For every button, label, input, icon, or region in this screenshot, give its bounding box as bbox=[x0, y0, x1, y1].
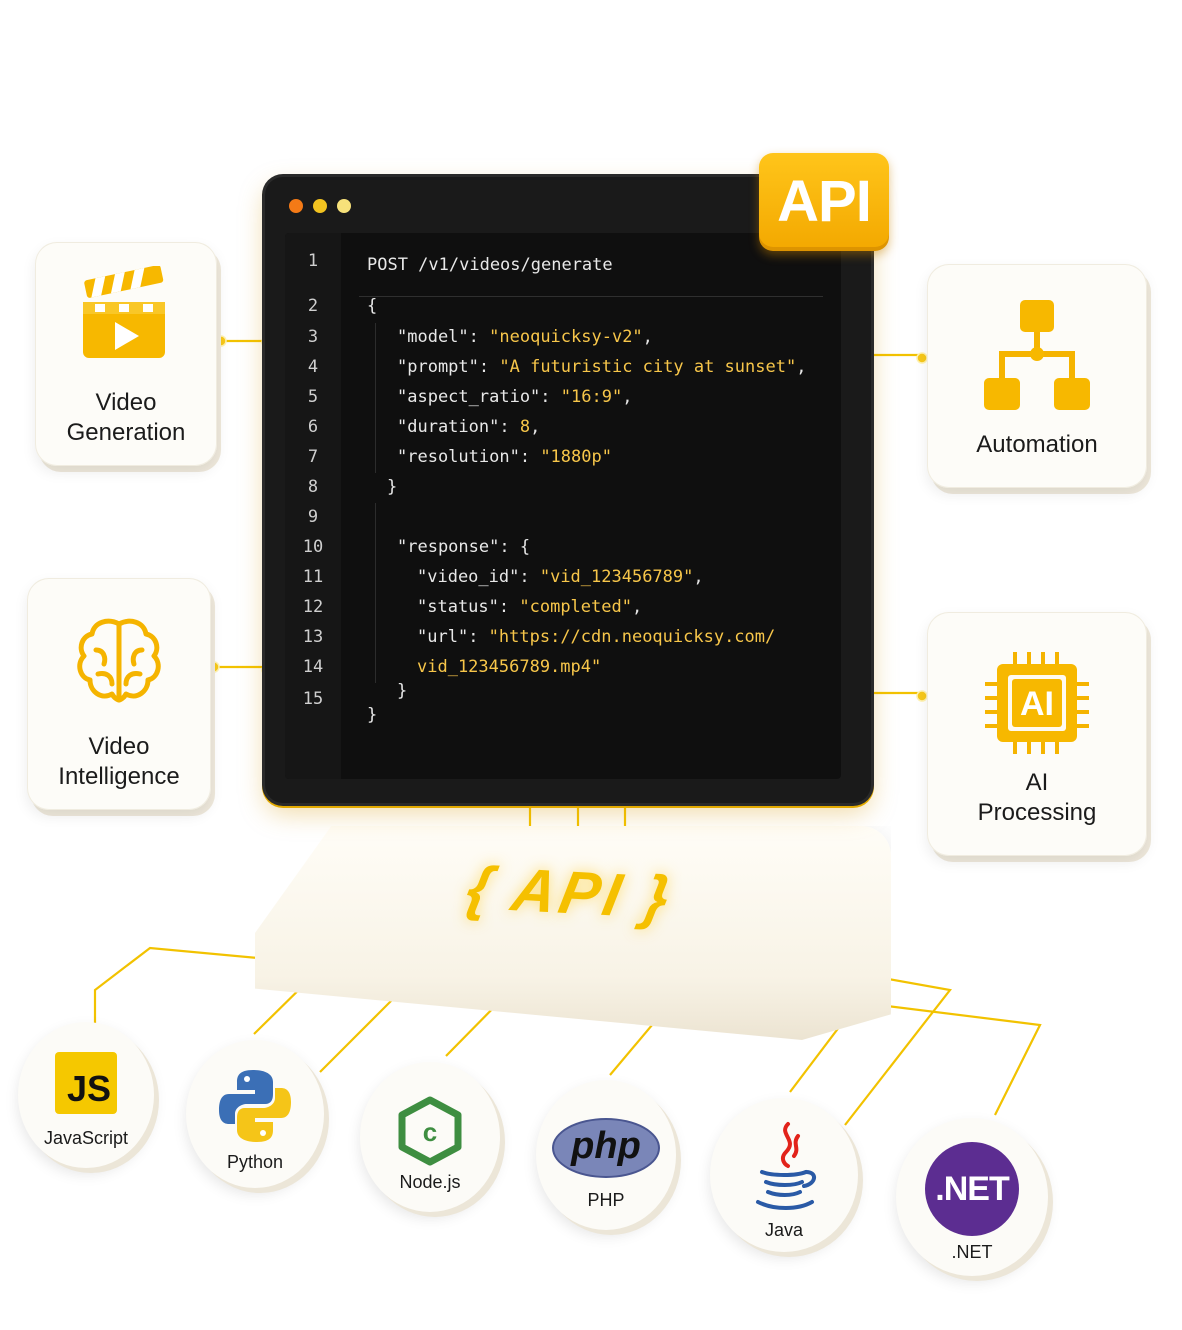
line-number: 5 bbox=[307, 387, 319, 407]
card-label-line2: Intelligence bbox=[58, 763, 180, 790]
code-editor: 1 2 3 4 5 6 7 8 9 10 11 12 13 14 15 POST… bbox=[285, 233, 841, 779]
coin-php[interactable]: php PHP bbox=[536, 1080, 676, 1230]
language-name: Python bbox=[226, 1152, 284, 1172]
code-line-url: "url": "https://cdn.neoquicksy.com/ bbox=[417, 627, 776, 647]
ai-chip-text: AI bbox=[1020, 685, 1054, 723]
python-logo bbox=[219, 1070, 291, 1142]
close-dot-icon[interactable] bbox=[289, 199, 303, 213]
line-number-gutter: 1 2 3 4 5 6 7 8 9 10 11 12 13 14 15 bbox=[285, 233, 341, 779]
card-label-line2: Processing bbox=[977, 799, 1097, 826]
svg-text:c: c bbox=[423, 1117, 437, 1147]
code-line: { bbox=[367, 296, 378, 316]
code-line: } bbox=[387, 477, 398, 497]
window-controls bbox=[289, 199, 351, 213]
card-label-line1: AI bbox=[1025, 769, 1049, 796]
line-number: 8 bbox=[307, 477, 319, 497]
code-line-resolution: "resolution": "1880p" bbox=[397, 447, 612, 467]
flowchart-icon bbox=[984, 300, 1090, 410]
line-number: 6 bbox=[307, 417, 319, 437]
code-line-model: "model": "neoquicksy-v2", bbox=[397, 327, 653, 347]
card-label-line1: Video bbox=[88, 733, 150, 760]
line-number: 14 bbox=[302, 657, 324, 677]
code-request-line: POST /v1/videos/generate bbox=[367, 255, 613, 275]
line-number: 12 bbox=[302, 597, 324, 617]
minimize-dot-icon[interactable] bbox=[313, 199, 327, 213]
code-window: 1 2 3 4 5 6 7 8 9 10 11 12 13 14 15 POST… bbox=[265, 177, 871, 803]
card-video-intelligence[interactable]: Video Intelligence bbox=[27, 578, 211, 810]
code-line-prompt: "prompt": "A futuristic city at sunset", bbox=[397, 357, 807, 377]
card-label: Automation bbox=[976, 431, 1098, 458]
javascript-logo: JS bbox=[55, 1052, 117, 1114]
coin-nodejs[interactable]: c Node.js bbox=[360, 1062, 500, 1212]
line-number: 10 bbox=[302, 537, 324, 557]
wire-javascript bbox=[93, 946, 259, 1024]
code-line-response: "response": { bbox=[397, 537, 531, 557]
language-name: .NET bbox=[951, 1242, 993, 1262]
dotnet-logo: .NET bbox=[925, 1142, 1019, 1236]
maximize-dot-icon[interactable] bbox=[337, 199, 351, 213]
code-line-duration: "duration": 8, bbox=[397, 417, 541, 437]
line-number: 4 bbox=[307, 357, 319, 377]
card-label-line2: Generation bbox=[66, 419, 186, 446]
code-line-video-id: "video_id": "vid_123456789", bbox=[417, 567, 704, 587]
ai-chip-icon: AI bbox=[985, 652, 1089, 754]
line-number: 11 bbox=[302, 567, 324, 587]
code-line-aspect-ratio: "aspect_ratio": "16:9", bbox=[397, 387, 633, 407]
language-name: JavaScript bbox=[43, 1128, 129, 1148]
php-logo: php bbox=[552, 1118, 660, 1178]
language-name: Node.js bbox=[399, 1172, 461, 1192]
code-line-status: "status": "completed", bbox=[417, 597, 643, 617]
code-separator bbox=[359, 296, 823, 297]
line-number: 3 bbox=[307, 327, 319, 347]
language-name: Java bbox=[764, 1220, 804, 1240]
clapperboard-icon bbox=[83, 266, 165, 358]
card-video-generation[interactable]: Video Generation bbox=[35, 242, 217, 466]
line-number: 9 bbox=[307, 507, 319, 527]
card-label-line1: Video bbox=[95, 389, 157, 416]
language-name: PHP bbox=[587, 1190, 625, 1210]
coin-dotnet[interactable]: .NET .NET bbox=[896, 1118, 1048, 1276]
api-badge: API bbox=[759, 153, 889, 251]
card-ai-processing[interactable]: AI AI Processing bbox=[927, 612, 1147, 856]
code-line: } bbox=[367, 705, 378, 725]
line-number: 7 bbox=[307, 447, 319, 467]
line-number: 13 bbox=[302, 627, 324, 647]
indent-guide bbox=[375, 503, 376, 683]
code-line: } bbox=[397, 681, 408, 701]
coin-python[interactable]: Python bbox=[186, 1040, 324, 1188]
java-logo bbox=[756, 1122, 816, 1210]
line-number: 2 bbox=[307, 296, 319, 316]
coin-javascript[interactable]: JS JavaScript bbox=[18, 1022, 154, 1168]
nodejs-logo: c bbox=[398, 1096, 462, 1166]
brain-icon bbox=[77, 618, 161, 703]
line-number: 1 bbox=[307, 251, 319, 271]
card-automation[interactable]: Automation bbox=[927, 264, 1147, 488]
indent-guide bbox=[375, 323, 376, 473]
code-line-url-cont: vid_123456789.mp4" bbox=[417, 657, 602, 677]
line-number: 15 bbox=[302, 689, 324, 709]
coin-java[interactable]: Java bbox=[710, 1098, 858, 1252]
